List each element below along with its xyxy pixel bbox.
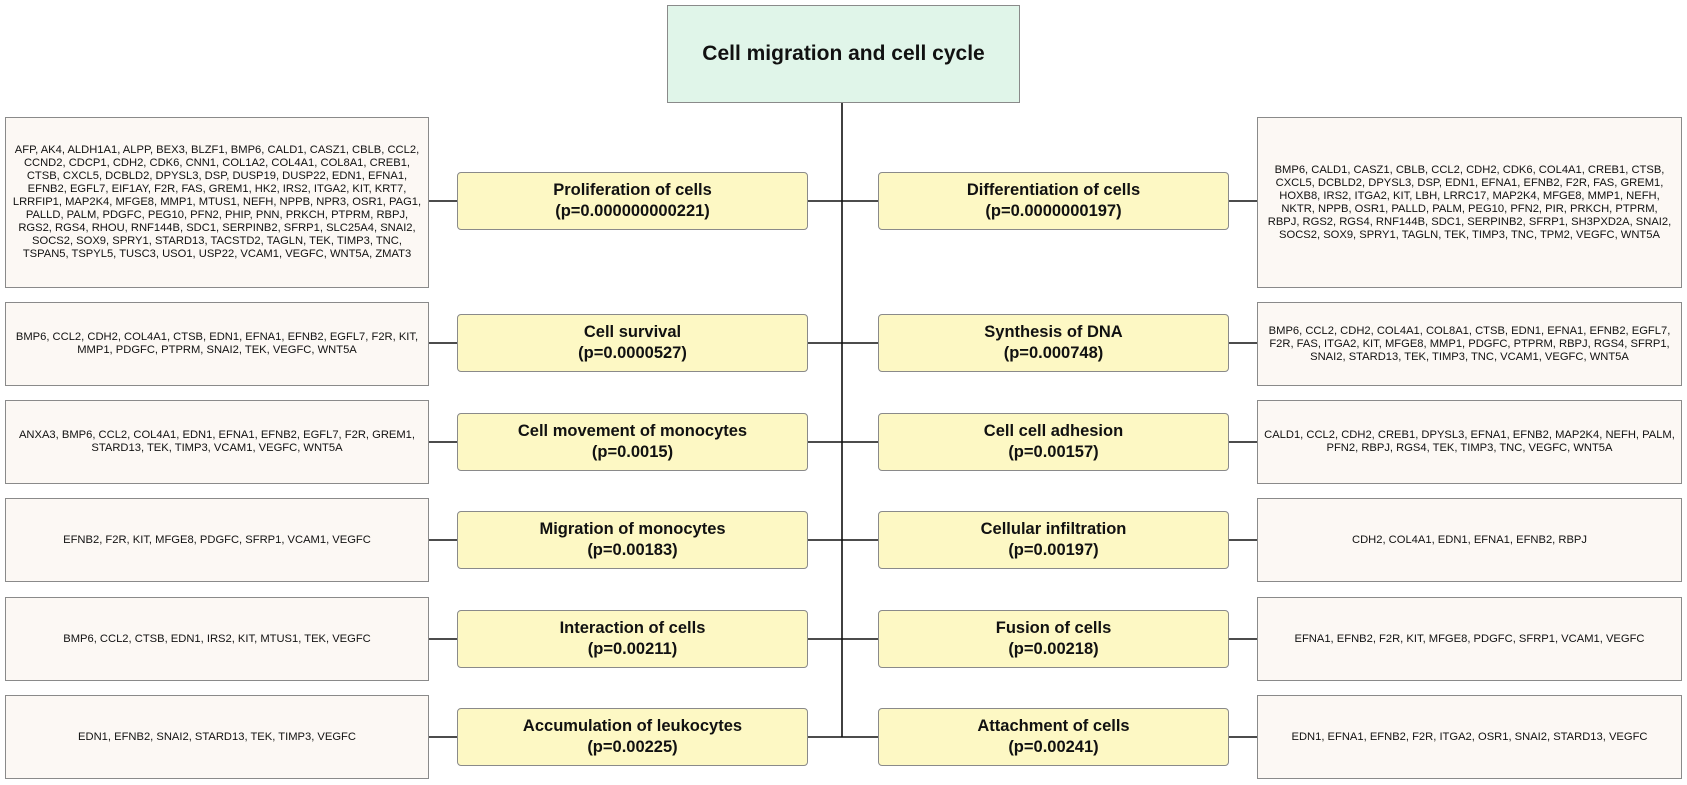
gene-list-text: ANXA3, BMP6, CCL2, COL4A1, EDN1, EFNA1, … [18, 429, 416, 454]
category-name: Migration of monocytes [539, 520, 726, 538]
category-box-attachment-of-cells: Attachment of cells (p=0.00241) [878, 708, 1229, 766]
category-name: Cellular infiltration [980, 520, 1127, 538]
gene-list-text: CDH2, COL4A1, EDN1, EFNA1, EFNB2, RBPJ [1351, 533, 1587, 546]
gene-list-text: BMP6, CALD1, CASZ1, CBLB, CCL2, CDH2, CD… [1267, 163, 1672, 241]
gene-list-text: EFNB2, F2R, KIT, MFGE8, PDGFC, SFRP1, VC… [63, 533, 371, 546]
gene-list-box-interaction-of-cells: BMP6, CCL2, CTSB, EDN1, IRS2, KIT, MTUS1… [5, 597, 429, 681]
gene-list-box-proliferation-of-cells: AFP, AK4, ALDH1A1, ALPP, BEX3, BLZF1, BM… [5, 117, 429, 288]
category-name: Cell survival [583, 323, 682, 341]
gene-list-box-fusion-of-cells: EFNA1, EFNB2, F2R, KIT, MFGE8, PDGFC, SF… [1257, 597, 1682, 681]
category-name: Differentiation of cells [966, 181, 1141, 199]
gene-list-box-cell-movement-of-monocytes: ANXA3, BMP6, CCL2, COL4A1, EDN1, EFNA1, … [5, 400, 429, 484]
gene-list-text: BMP6, CCL2, CDH2, COL4A1, COL8A1, CTSB, … [1268, 324, 1671, 363]
gene-list-box-synthesis-of-dna: BMP6, CCL2, CDH2, COL4A1, COL8A1, CTSB, … [1257, 302, 1682, 386]
category-box-proliferation-of-cells: Proliferation of cells (p=0.000000000221) [457, 172, 808, 230]
category-p-value: (p=0.000748) [1003, 344, 1104, 362]
category-box-cell-survival: Cell survival (p=0.0000527) [457, 314, 808, 372]
gene-list-box-cell-survival: BMP6, CCL2, CDH2, COL4A1, CTSB, EDN1, EF… [5, 302, 429, 386]
diagram-title: Cell migration and cell cycle [667, 5, 1020, 103]
category-name: Attachment of cells [977, 717, 1130, 735]
category-name: Fusion of cells [995, 619, 1112, 637]
category-p-value: (p=0.0000527) [578, 344, 687, 362]
category-name: Cell cell adhesion [983, 422, 1124, 440]
gene-list-box-migration-of-monocytes: EFNB2, F2R, KIT, MFGE8, PDGFC, SFRP1, VC… [5, 498, 429, 582]
category-box-cellular-infiltration: Cellular infiltration (p=0.00197) [878, 511, 1229, 569]
category-p-value: (p=0.000000000221) [555, 202, 710, 220]
category-p-value: (p=0.00225) [587, 738, 678, 756]
category-p-value: (p=0.00183) [587, 541, 678, 559]
category-box-accumulation-of-leukocytes: Accumulation of leukocytes (p=0.00225) [457, 708, 808, 766]
gene-list-text: CALD1, CCL2, CDH2, CREB1, DPYSL3, EFNA1,… [1264, 429, 1675, 454]
category-box-migration-of-monocytes: Migration of monocytes (p=0.00183) [457, 511, 808, 569]
category-box-synthesis-of-dna: Synthesis of DNA (p=0.000748) [878, 314, 1229, 372]
category-box-cell-cell-adhesion: Cell cell adhesion (p=0.00157) [878, 413, 1229, 471]
category-box-interaction-of-cells: Interaction of cells (p=0.00211) [457, 610, 808, 668]
gene-list-text: AFP, AK4, ALDH1A1, ALPP, BEX3, BLZF1, BM… [12, 144, 422, 260]
category-p-value: (p=0.00241) [1008, 738, 1099, 756]
category-box-fusion-of-cells: Fusion of cells (p=0.00218) [878, 610, 1229, 668]
category-name: Interaction of cells [559, 619, 706, 637]
category-p-value: (p=0.00157) [1008, 443, 1099, 461]
category-p-value: (p=0.00197) [1008, 541, 1099, 559]
gene-list-text: EFNA1, EFNB2, F2R, KIT, MFGE8, PDGFC, SF… [1294, 632, 1645, 645]
category-p-value: (p=0.0000000197) [985, 202, 1122, 220]
gene-list-box-accumulation-of-leukocytes: EDN1, EFNB2, SNAI2, STARD13, TEK, TIMP3,… [5, 695, 429, 779]
gene-list-box-cellular-infiltration: CDH2, COL4A1, EDN1, EFNA1, EFNB2, RBPJ [1257, 498, 1682, 582]
category-p-value: (p=0.0015) [591, 443, 674, 461]
category-name: Synthesis of DNA [984, 323, 1123, 341]
gene-list-text: BMP6, CCL2, CTSB, EDN1, IRS2, KIT, MTUS1… [63, 632, 371, 645]
gene-list-text: EDN1, EFNA1, EFNB2, F2R, ITGA2, OSR1, SN… [1291, 730, 1648, 743]
gene-list-text: BMP6, CCL2, CDH2, COL4A1, CTSB, EDN1, EF… [15, 331, 419, 356]
gene-list-box-differentiation-of-cells: BMP6, CALD1, CASZ1, CBLB, CCL2, CDH2, CD… [1257, 117, 1682, 288]
category-box-cell-movement-of-monocytes: Cell movement of monocytes (p=0.0015) [457, 413, 808, 471]
gene-list-text: EDN1, EFNB2, SNAI2, STARD13, TEK, TIMP3,… [78, 730, 356, 743]
category-box-differentiation-of-cells: Differentiation of cells (p=0.0000000197) [878, 172, 1229, 230]
category-p-value: (p=0.00211) [587, 640, 678, 658]
gene-list-box-cell-cell-adhesion: CALD1, CCL2, CDH2, CREB1, DPYSL3, EFNA1,… [1257, 400, 1682, 484]
category-name: Accumulation of leukocytes [522, 717, 743, 735]
category-p-value: (p=0.00218) [1008, 640, 1099, 658]
gene-list-box-attachment-of-cells: EDN1, EFNA1, EFNB2, F2R, ITGA2, OSR1, SN… [1257, 695, 1682, 779]
category-name: Cell movement of monocytes [517, 422, 748, 440]
category-name: Proliferation of cells [553, 181, 712, 199]
